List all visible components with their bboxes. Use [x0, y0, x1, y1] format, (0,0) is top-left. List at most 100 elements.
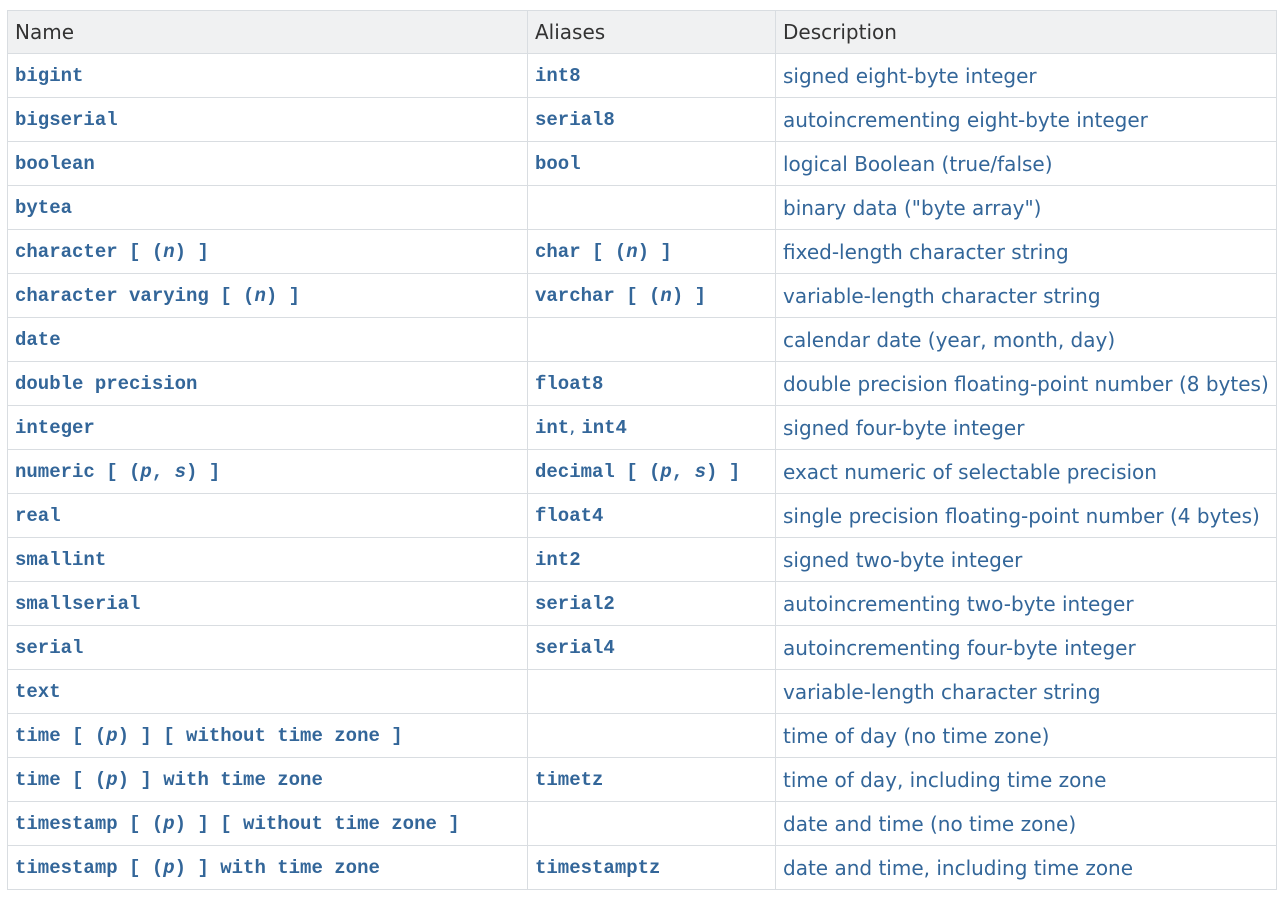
type-keyword: timetz	[535, 768, 604, 791]
name-cell-code: numeric [ (p, s) ]	[15, 461, 220, 483]
description-text: time of day, including time zone	[783, 767, 1107, 792]
aliases-cell-code: int2	[535, 549, 581, 571]
type-keyword: bytea	[15, 196, 73, 219]
type-keyword: serial2	[535, 592, 615, 615]
type-keyword: ) ] with time zone	[174, 856, 380, 879]
description-cell: variable-length character string	[775, 669, 1277, 714]
table-row: bytea binary data ("byte array")	[7, 185, 1277, 230]
type-keyword: ) ] with time zone	[117, 768, 323, 791]
name-cell: boolean	[7, 141, 528, 186]
type-keyword: real	[15, 504, 61, 527]
aliases-cell: serial8	[527, 97, 776, 142]
type-parameter: p	[163, 812, 175, 835]
description-text: autoincrementing two-byte integer	[783, 591, 1134, 616]
type-keyword: boolean	[15, 152, 95, 175]
type-keyword: time [ (	[15, 768, 107, 791]
type-keyword: serial4	[535, 636, 615, 659]
table-row: smallserial serial2 autoincrementing two-b…	[7, 581, 1277, 626]
type-parameter: n	[626, 240, 638, 263]
name-cell: character [ (n) ]	[7, 229, 528, 274]
name-cell-code: serial	[15, 637, 83, 659]
aliases-cell	[527, 185, 776, 230]
table-row: text variable-length character string	[7, 669, 1277, 714]
name-cell-code: bigserial	[15, 109, 118, 131]
name-cell: double precision	[7, 361, 528, 406]
aliases-cell-code: serial4	[535, 637, 615, 659]
name-cell: smallint	[7, 537, 528, 582]
type-parameter: p	[106, 768, 118, 791]
type-keyword: text	[15, 680, 61, 703]
description-text: binary data ("byte array")	[783, 195, 1042, 220]
type-keyword: ) ]	[174, 240, 209, 263]
aliases-cell: serial4	[527, 625, 776, 670]
table-row: character varying [ (n) ]varchar [ (n) ]…	[7, 273, 1277, 318]
type-keyword: smallint	[15, 548, 107, 571]
name-cell-code: timestamp [ (p) ] with time zone	[15, 857, 380, 879]
description-text: calendar date (year, month, day)	[783, 327, 1116, 352]
aliases-cell-code: float8	[535, 373, 603, 395]
name-cell-code: smallserial	[15, 593, 140, 615]
description-cell: fixed-length character string	[775, 229, 1277, 274]
type-keyword: bigserial	[15, 108, 118, 131]
description-text: date and time (no time zone)	[783, 811, 1077, 836]
description-cell: double precision floating-point number (…	[775, 361, 1277, 406]
aliases-cell-code: float4	[535, 505, 603, 527]
description-cell: autoincrementing two-byte integer	[775, 581, 1277, 626]
column-header-aliases: Aliases	[527, 10, 776, 54]
name-cell: character varying [ (n) ]	[7, 273, 528, 318]
name-cell-code: smallint	[15, 549, 106, 571]
description-text: autoincrementing eight-byte integer	[783, 107, 1148, 132]
type-parameter: p	[660, 460, 672, 483]
type-parameter: s	[174, 460, 187, 483]
name-cell-code: bytea	[15, 197, 72, 219]
type-keyword: int	[535, 417, 570, 439]
table-row: bigint int8 signed eight-byte integer	[7, 53, 1277, 98]
type-keyword: numeric [ (	[15, 460, 141, 483]
type-keyword: ) ]	[265, 284, 301, 307]
aliases-cell: int, int4	[527, 405, 776, 450]
type-keyword: timestamp [ (	[15, 812, 164, 835]
table-row: date calendar date (year, month, day)	[7, 317, 1277, 362]
name-cell-code: time [ (p) ] [ without time zone ]	[15, 725, 403, 747]
aliases-cell-code: serial8	[535, 109, 615, 131]
type-parameter: p	[106, 724, 118, 747]
aliases-cell: float4	[527, 493, 776, 538]
type-keyword: integer	[15, 416, 95, 439]
aliases-cell-code: timetz	[535, 769, 603, 791]
name-cell: numeric [ (p, s) ]	[7, 449, 528, 494]
aliases-cell-code: timestamptz	[535, 857, 660, 879]
type-keyword: ) ] [ without time zone ]	[117, 724, 403, 747]
description-cell: variable-length character string	[775, 273, 1277, 318]
description-cell: time of day, including time zone	[775, 757, 1277, 802]
name-cell: integer	[7, 405, 528, 450]
column-header-name: Name	[7, 10, 528, 54]
name-cell: bigserial	[7, 97, 528, 142]
aliases-cell-code: int8	[535, 65, 581, 87]
name-cell: date	[7, 317, 528, 362]
type-keyword: varchar [ (	[535, 284, 661, 307]
name-cell: serial	[7, 625, 528, 670]
type-keyword: int2	[535, 548, 581, 571]
table-row: integer int, int4 signed four-byte integer	[7, 405, 1277, 450]
name-cell: smallserial	[7, 581, 528, 626]
type-parameter: n	[254, 284, 266, 307]
table-body: bigint int8 signed eight-byte integer bigse…	[7, 53, 1277, 890]
aliases-cell	[527, 713, 776, 758]
description-text: signed eight-byte integer	[783, 63, 1037, 88]
name-cell-code: bigint	[15, 65, 83, 87]
description-cell: signed eight-byte integer	[775, 53, 1277, 98]
aliases-cell	[527, 317, 776, 362]
aliases-cell: varchar [ (n) ]	[527, 273, 776, 318]
type-parameter: n	[660, 284, 672, 307]
description-cell: calendar date (year, month, day)	[775, 317, 1277, 362]
description-text: signed four-byte integer	[783, 415, 1025, 440]
type-keyword: smallserial	[15, 592, 141, 615]
aliases-cell: char [ (n) ]	[527, 229, 776, 274]
aliases-cell: float8	[527, 361, 776, 406]
description-text: date and time, including time zone	[783, 855, 1134, 880]
type-parameter: p	[163, 856, 175, 879]
name-cell: real	[7, 493, 528, 538]
